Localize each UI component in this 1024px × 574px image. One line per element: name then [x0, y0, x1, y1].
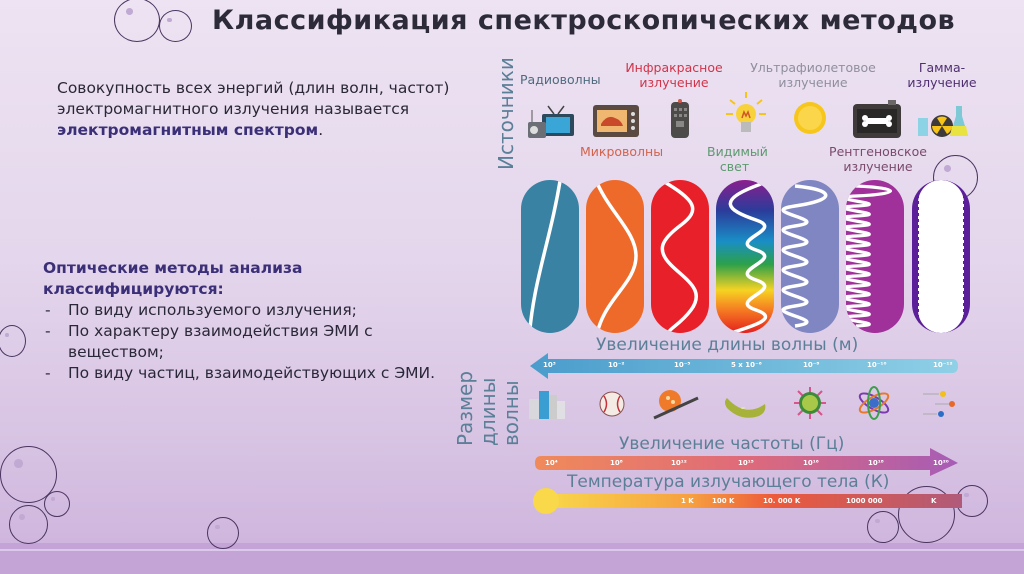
- frequency-tick: 10¹⁸: [868, 459, 884, 467]
- methods-item: По виду используемого излучения;: [43, 300, 453, 321]
- sun-icon: [794, 102, 826, 134]
- wavelength-axis-title: Увеличение длины волны (м): [596, 335, 859, 355]
- methods-heading: Оптические методы анализа классифицируют…: [43, 259, 303, 298]
- buildings-icon: [529, 391, 565, 419]
- intro-paragraph: Совокупность всех энергий (длин волн, ча…: [57, 78, 457, 141]
- cell-needle-icon: [653, 390, 699, 420]
- bubble-decoration: [9, 505, 48, 544]
- bacteria-icon: [725, 398, 766, 418]
- source-label-infrared: Инфракрасное излучение: [625, 60, 723, 90]
- intro-emphasis: электромагнитным спектром: [57, 121, 319, 139]
- source-label-ultraviolet: Ультрафиолетовое излучение: [750, 60, 876, 90]
- atom-icon: [858, 386, 890, 420]
- bubble-decoration: [0, 325, 26, 357]
- source-label-gamma: Гамма-излучение: [907, 60, 977, 90]
- slide-title: Классификация спектроскопических методов: [212, 5, 956, 36]
- temperature-axis-title: Температура излучающего тела (К): [567, 472, 890, 492]
- baseball-icon: [599, 391, 625, 417]
- band-xray: [846, 180, 904, 333]
- frequency-tick: 10⁴: [545, 459, 558, 467]
- frequency-tick: 10¹⁶: [803, 459, 819, 467]
- bubble-decoration: [44, 491, 70, 517]
- microwave-oven-icon: [593, 105, 639, 137]
- radioactive-lab-icon: [918, 106, 968, 137]
- band-infrared: [651, 180, 709, 333]
- bubble-decoration: [0, 446, 57, 503]
- bubble-decoration: [114, 0, 160, 42]
- bubble-decoration: [207, 517, 239, 549]
- remote-control-icon: [671, 99, 689, 138]
- band-gamma: [912, 180, 970, 333]
- frequency-axis-title: Увеличение частоты (Гц): [619, 434, 845, 454]
- size-axis-label-2: длины: [476, 377, 500, 446]
- source-label-radio: Радиоволны: [520, 72, 601, 87]
- wavelength-arrow: [530, 353, 958, 379]
- source-label-visible: Видимый свет: [707, 144, 768, 174]
- bubble-decoration: [159, 10, 192, 42]
- band-microwave: [586, 180, 644, 333]
- footer-line: [0, 549, 1024, 551]
- frequency-tick: 10⁸: [610, 459, 623, 467]
- temperature-tick: 1000 000: [846, 497, 883, 505]
- frequency-arrow: [535, 448, 958, 476]
- size-axis-label-3: волны: [499, 380, 523, 446]
- temperature-tick: 10. 000 K: [763, 497, 801, 505]
- band-visible: [716, 180, 774, 333]
- wavelength-tick: 10³: [543, 361, 556, 369]
- wavelength-tick: 10⁻¹⁰: [867, 361, 887, 369]
- source-label-xray: Рентгеновское излучение: [829, 144, 927, 174]
- temperature-bar: [533, 488, 962, 514]
- wavelength-tick: 5 x 10⁻⁶: [731, 361, 762, 369]
- frequency-tick: 10¹²: [671, 459, 687, 467]
- methods-list: По виду используемого излучения; По хара…: [43, 300, 453, 384]
- sources-axis-label: Источники: [494, 57, 518, 170]
- intro-end: .: [318, 121, 324, 139]
- band-ultraviolet: [781, 180, 839, 333]
- methods-item: По характеру взаимодействия ЭМИ с вещест…: [43, 321, 453, 363]
- intro-text: Совокупность всех энергий (длин волн, ча…: [57, 79, 450, 118]
- source-label-microwave: Микроволны: [580, 144, 664, 159]
- particles-icon: [923, 391, 955, 417]
- wavelength-tick: 10⁻⁸: [803, 361, 820, 369]
- light-bulb-icon: [726, 92, 766, 132]
- size-axis-label-1: Размер: [453, 370, 477, 446]
- footer-band: [0, 543, 1024, 574]
- temperature-tick: 100 K: [712, 497, 735, 505]
- frequency-tick: 10¹⁵: [738, 459, 754, 467]
- frequency-tick: 10²⁰: [933, 459, 949, 467]
- band-radio: [521, 180, 579, 333]
- bubble-decoration: [867, 511, 899, 543]
- wavelength-tick: 10⁻⁵: [674, 361, 691, 369]
- wavelength-tick: 10⁻¹²: [933, 361, 953, 369]
- temperature-tick: 1 K: [681, 497, 694, 505]
- xray-bone-icon: [853, 100, 901, 138]
- wavelength-tick: 10⁻²: [608, 361, 625, 369]
- virus-icon: [794, 387, 826, 419]
- methods-block: Оптические методы анализа классифицируют…: [43, 258, 453, 384]
- methods-item: По виду частиц, взаимодействующих с ЭМИ.: [43, 363, 453, 384]
- temperature-tick: K: [931, 497, 937, 505]
- radio-tv-icon: [528, 105, 574, 138]
